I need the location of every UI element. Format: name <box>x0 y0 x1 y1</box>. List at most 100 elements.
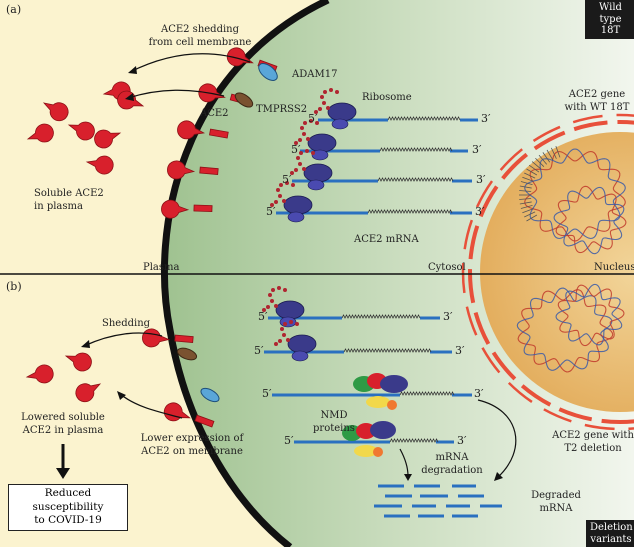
peptide-bead <box>270 203 274 207</box>
nmd-label-line1: NMD <box>320 410 348 421</box>
nuclear-envelope <box>468 120 634 424</box>
nmd-proteins-label: NMD proteins <box>308 410 360 435</box>
lower-expression-arrowhead <box>117 391 126 400</box>
degraded-label-line1: Degraded <box>531 490 581 501</box>
peptide-bead <box>300 126 304 130</box>
dna-rung <box>524 211 536 218</box>
shedding-label-line2: from cell membrane <box>148 36 252 48</box>
peptide-bead <box>280 327 284 331</box>
dna-rung <box>555 145 561 158</box>
reduced-box-line2: to COVID-19 <box>34 514 102 527</box>
ribosome-label: Ribosome <box>362 92 412 103</box>
peptide-bead <box>274 200 278 204</box>
degradation-arrowhead-2 <box>404 474 412 481</box>
shedding-arrowhead-1 <box>128 66 137 74</box>
mrna-zigzag <box>343 348 432 353</box>
peptide-bead <box>298 138 302 142</box>
peptide-bead <box>314 110 318 114</box>
mrna-deg-line2: degradation <box>421 464 483 476</box>
mrna-strand <box>264 320 452 362</box>
peptide-bead <box>302 167 306 171</box>
soluble-ace2-shape <box>64 352 92 372</box>
ace2-receptor-stalk <box>174 334 194 343</box>
panel-a-label: (a) <box>6 3 22 16</box>
plasma-label: Plasma <box>143 262 180 273</box>
dna-rung <box>519 198 532 200</box>
five-prime-label: 5′ <box>284 434 294 447</box>
soluble-ace2 <box>94 129 122 149</box>
peptide-bead <box>268 293 272 297</box>
peptide-bead <box>295 322 299 326</box>
degradation-arrow-2 <box>399 448 409 477</box>
peptide-bead <box>309 119 313 123</box>
peptide-bead <box>283 322 287 326</box>
wild-type-tag: Wild type 18T <box>585 0 634 39</box>
soluble-ace2 <box>75 383 102 403</box>
peptide-bead <box>262 308 266 312</box>
peptide-bead <box>335 90 339 94</box>
dna-rung <box>531 161 542 170</box>
soluble-ace2 <box>67 121 95 141</box>
soluble-ace2-shape <box>94 129 122 149</box>
mrna-strand <box>314 88 478 130</box>
nucleus-body <box>480 132 634 412</box>
shedding-arrow-1 <box>129 53 251 73</box>
three-prime-label: 3′ <box>457 434 467 447</box>
wild-type-tag-line1: Wild type <box>599 2 622 25</box>
three-prime-label: 3′ <box>475 205 485 218</box>
adam17-enzyme-bottom <box>200 387 220 403</box>
dna-rung <box>538 154 548 165</box>
ace2-receptor-stalk <box>193 204 213 213</box>
peptide-bead <box>318 107 322 111</box>
dna-chromatin <box>516 145 627 373</box>
adam17-label: ADAM17 <box>292 69 338 80</box>
lower-expr-line2: ACE2 on membrane <box>141 445 243 457</box>
ace2-receptor-head <box>163 402 191 422</box>
ace2-receptor <box>167 160 219 180</box>
five-prime-label: 5′ <box>262 387 272 400</box>
soluble-ace2-shape <box>42 102 69 122</box>
ribosome-large <box>327 102 357 122</box>
peptide-bead <box>266 305 270 309</box>
peptide-bead <box>320 95 324 99</box>
peptide-bead <box>315 121 319 125</box>
mrna-zigzag <box>377 177 454 182</box>
peptide-bead <box>329 88 333 92</box>
dna-rung <box>526 168 538 176</box>
shedding-arrowhead-2 <box>125 93 134 101</box>
mrna-zigzag <box>399 391 455 396</box>
soluble-ace2-label: Soluble ACE2 in plasma <box>34 188 104 213</box>
shedding-label-bottom: Shedding <box>102 318 151 329</box>
peptide-bead <box>305 149 309 153</box>
ace2-receptor <box>177 120 229 140</box>
peptide-bead <box>283 288 287 292</box>
shedding-arrow-bottom <box>83 332 163 347</box>
five-prime-label: 5′ <box>254 344 264 357</box>
lower-expr-line1: Lower expression of <box>140 433 244 444</box>
lower-expression-arrow <box>119 393 183 419</box>
mrna-strands-top <box>270 88 478 223</box>
peptide-bead <box>294 141 298 145</box>
degraded-mrna-fragments <box>374 484 502 518</box>
ace2-mrna-label: ACE2 mRNA <box>354 234 419 245</box>
dna-rung <box>546 149 554 161</box>
peptide-bead <box>311 151 315 155</box>
mrna-deg-line1: mRNA <box>435 452 469 463</box>
panel-b-label: (b) <box>6 280 22 293</box>
peptide-bead <box>298 162 302 166</box>
peptide-bead <box>279 183 283 187</box>
peptide-bead <box>282 199 286 203</box>
tmprss2-label: TMPRSS2 <box>256 104 308 115</box>
dna-strand <box>555 283 623 346</box>
soluble-ace2 <box>25 364 54 384</box>
peptide-bead <box>289 320 293 324</box>
degraded-label-line2: mRNA <box>539 502 573 514</box>
gene-label-bottom-line2: T2 deletion <box>564 442 622 454</box>
ribosome-small <box>311 149 329 161</box>
dna-rung <box>519 201 532 205</box>
degraded-mrna-label: Degraded mRNA <box>528 490 584 515</box>
soluble-ace2 <box>64 352 92 372</box>
ribosome-small <box>307 179 325 191</box>
peptide-bead <box>278 339 282 343</box>
